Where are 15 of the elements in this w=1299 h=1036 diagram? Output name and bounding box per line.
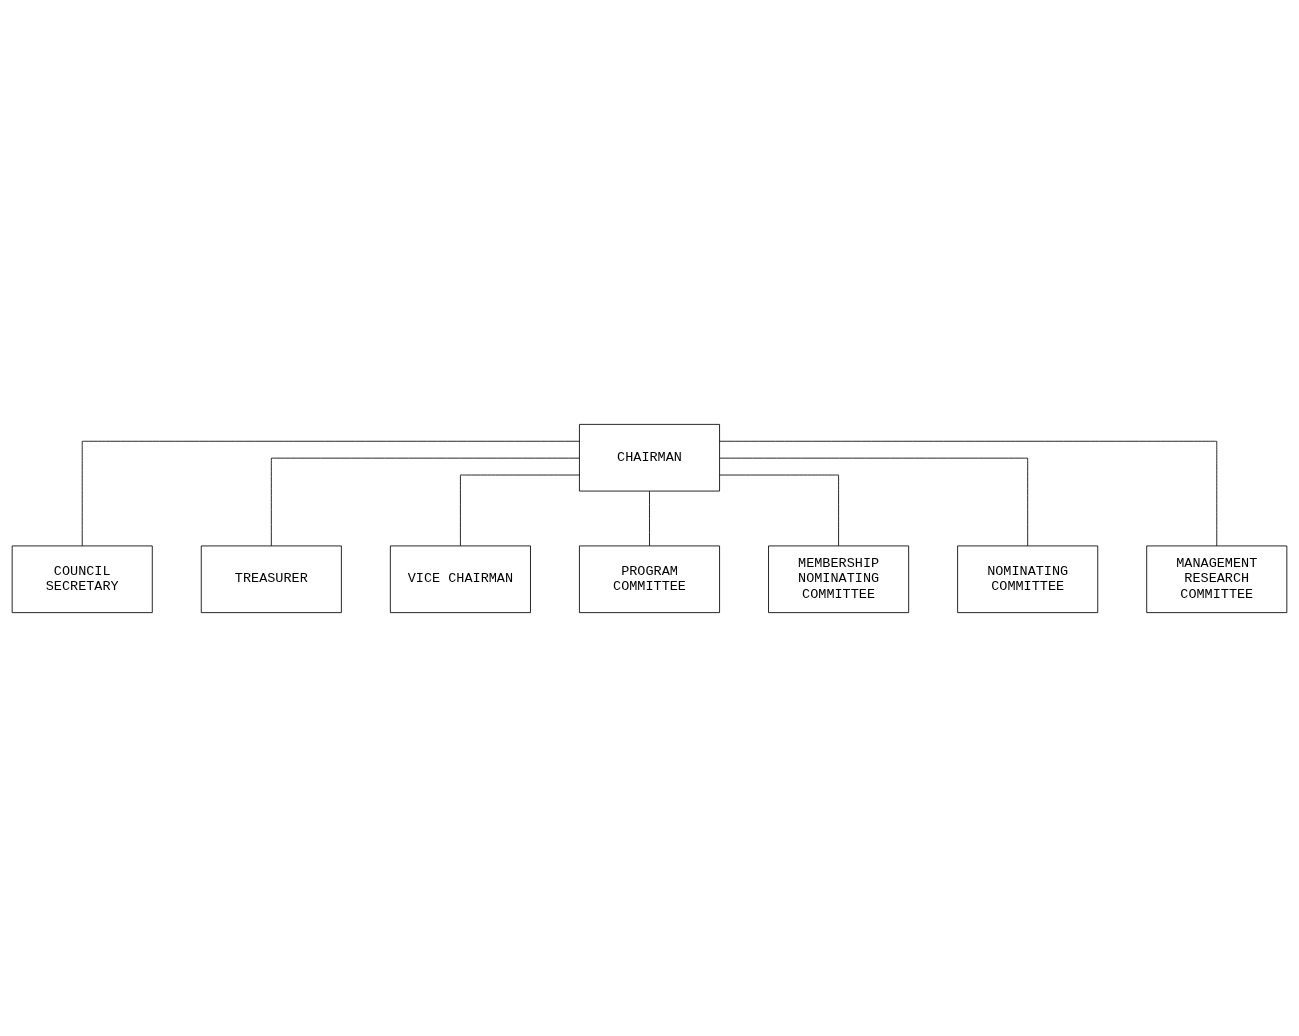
node-box: MEMBERSHIP NOMINATING COMMITTEE bbox=[768, 545, 910, 613]
node-box: NOMINATING COMMITTEE bbox=[957, 545, 1099, 613]
node-box: CHAIRMAN bbox=[579, 423, 720, 491]
connector bbox=[719, 474, 839, 546]
node-box: TREASURER bbox=[200, 545, 342, 613]
connector bbox=[719, 457, 1029, 546]
connector bbox=[81, 440, 580, 546]
connector bbox=[649, 490, 650, 546]
node-box: PROGRAM COMMITTEE bbox=[579, 545, 720, 613]
node-box: COUNCIL SECRETARY bbox=[11, 545, 153, 613]
node-box: VICE CHAIRMAN bbox=[389, 545, 531, 613]
connector bbox=[270, 457, 580, 546]
node-box: MANAGEMENT RESEARCH COMMITTEE bbox=[1146, 545, 1288, 613]
connector bbox=[460, 474, 580, 546]
connector bbox=[719, 440, 1218, 546]
